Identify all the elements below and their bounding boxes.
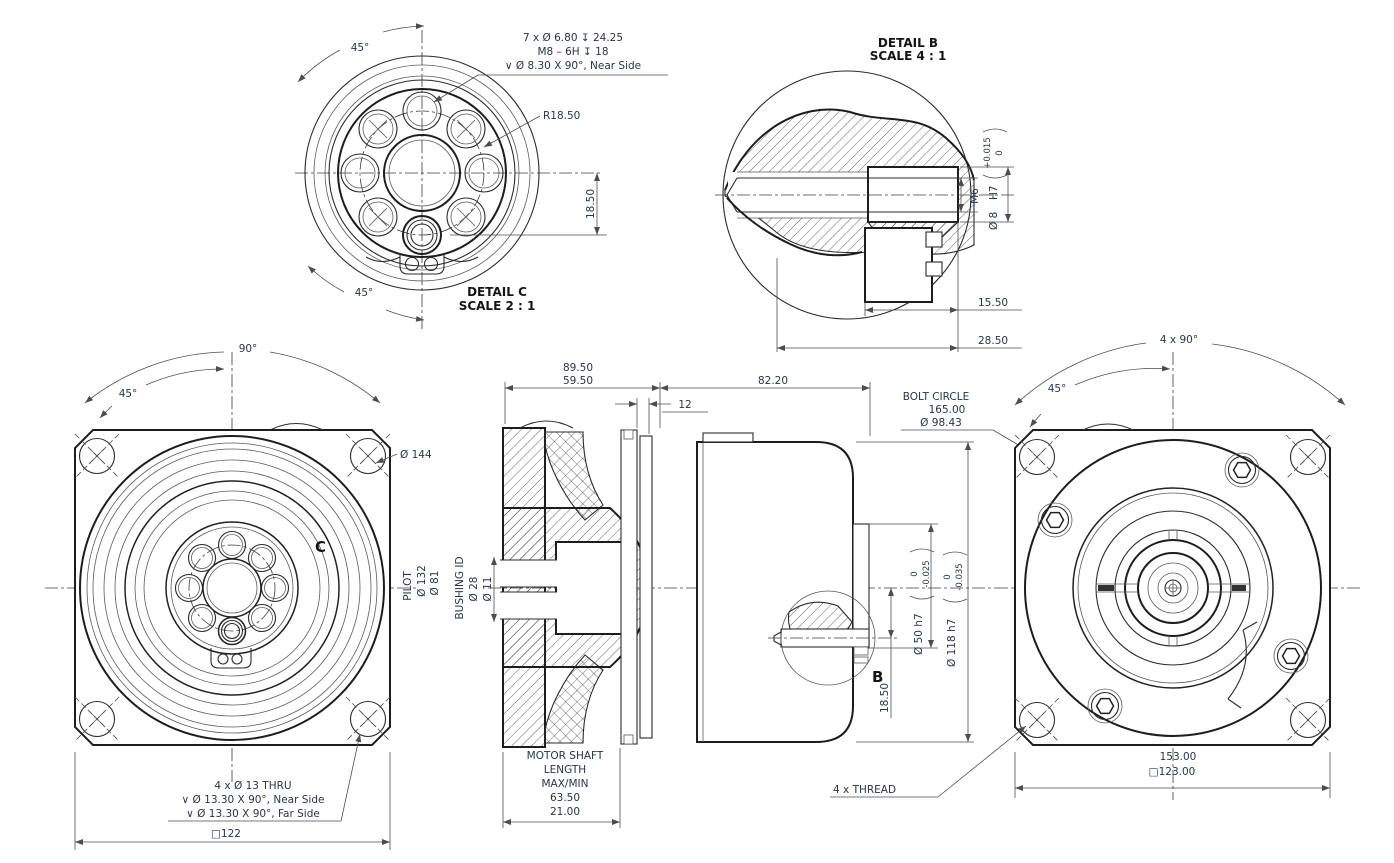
section-pilot-label: PILOT <box>402 571 414 601</box>
hole-callout-line-2: M8 – 6H ↧ 18 <box>537 46 608 58</box>
section-pilot-d2: Ø 81 <box>429 571 441 596</box>
rear-width-dim-inner: □123.00 <box>1149 766 1196 778</box>
detail-c-radius-label: R18.50 <box>543 110 580 122</box>
motor-shaft-line-4: 63.50 <box>550 792 580 804</box>
section-body-length: 82.20 <box>758 375 788 387</box>
front-width-dim: □122 <box>211 828 241 840</box>
section-pilot-dia: Ø 118 h7 <box>946 619 958 667</box>
rear-angle-half: 45° <box>1048 383 1067 395</box>
section-pilot-dim: Ø 118 h7 0 -0.035 <box>942 551 968 667</box>
detail-b-thread-label: M6 <box>969 188 981 204</box>
front-angle-half: 45° <box>119 388 138 400</box>
rear-thread-callout: 4 x THREAD <box>833 784 896 796</box>
front-view: C 90° 45° Ø 144 4 x Ø 13 THRU ∨ Ø 13.30 … <box>45 343 432 850</box>
detail-c-title: DETAIL C <box>467 285 527 299</box>
detail-b-bore-label: Ø 8 <box>988 212 1000 230</box>
section-offset-dim: 18.50 <box>879 683 891 713</box>
section-output-dim: Ø 50 h7 0 -0.025 <box>909 548 935 655</box>
front-callout-line-3: ∨ Ø 13.30 X 90°, Far Side <box>186 808 320 820</box>
detail-b-bore-fit: H7 <box>988 185 1000 200</box>
section-bushing-d2: Ø 11 <box>482 577 494 602</box>
detail-b-bore-tol-lower: 0 <box>995 150 1005 155</box>
detail-b-bore-dim: Ø 8 H7 +0.015 0 <box>982 128 1008 230</box>
motor-shaft-line-1: MOTOR SHAFT <box>527 750 604 762</box>
front-detail-ref: C <box>315 538 326 556</box>
detail-c-angle-top: 45° <box>351 42 370 54</box>
front-corner-holes <box>74 433 391 742</box>
detail-c-bolt-holes <box>340 91 504 255</box>
bolt-circle-line-2: 165.00 <box>929 404 966 416</box>
rear-view: 4 x 90° 45° 153.00 □123.00 4 x THREAD <box>830 334 1362 800</box>
section-length-min: 59.50 <box>563 375 593 387</box>
section-bushing-label: BUSHING ID <box>454 556 466 619</box>
detail-c-tab <box>365 253 479 275</box>
rear-socket-screws <box>1037 452 1309 724</box>
rear-angle-pattern: 4 x 90° <box>1160 334 1198 346</box>
section-output-dia: Ø 50 h7 <box>913 613 925 655</box>
detail-c-view: 45° 45° R18.50 18.50 7 x Ø 6.80 ↧ 24.25 … <box>295 23 668 330</box>
section-bushing-d1: Ø 28 <box>468 577 480 602</box>
bolt-circle-line-3: Ø 98.43 <box>920 417 962 429</box>
section-plate-dim: 12 <box>678 399 691 411</box>
section-pilot-tol-upper: 0 <box>943 574 953 579</box>
detail-c-angle-bottom: 45° <box>355 287 374 299</box>
detail-b-title: DETAIL B <box>878 36 938 50</box>
section-pilot-tol-lower: -0.035 <box>955 563 965 590</box>
motor-shaft-line-2: LENGTH <box>544 764 586 776</box>
section-output-tol-upper: 0 <box>910 571 920 576</box>
rear-width-dim-outer: 153.00 <box>1160 751 1197 763</box>
hole-callout-line-1: 7 x Ø 6.80 ↧ 24.25 <box>523 32 623 44</box>
section-pilot-d1: Ø 132 <box>416 565 428 597</box>
detail-b-bore-tol-upper: +0.015 <box>983 137 993 168</box>
hole-callout-line-3: ∨ Ø 8.30 X 90°, Near Side <box>505 60 641 72</box>
front-hub-holes <box>174 530 290 646</box>
motor-shaft-line-5: 21.00 <box>550 806 580 818</box>
motor-shaft-line-3: MAX/MIN <box>542 778 589 790</box>
rear-corner-holes <box>1014 434 1331 743</box>
section-view: B 18.50 89.50 59.50 82.20 12 BOLT CIRCLE… <box>402 362 1067 828</box>
front-callout-line-1: 4 x Ø 13 THRU <box>214 780 291 792</box>
front-tab <box>210 648 252 669</box>
front-outer-dia: Ø 144 <box>400 449 432 461</box>
bolt-circle-line-1: BOLT CIRCLE <box>903 391 969 403</box>
front-angle-full: 90° <box>239 343 258 355</box>
section-detail-ref: B <box>872 668 883 686</box>
detail-b-scale: SCALE 4 : 1 <box>870 49 947 63</box>
section-output-tol-lower: -0.025 <box>922 560 932 587</box>
detail-b-dim-overall: 28.50 <box>978 335 1008 347</box>
detail-c-vertical-dim: 18.50 <box>585 189 597 219</box>
section-length-max: 89.50 <box>563 362 593 374</box>
detail-b-view: M6 Ø 8 H7 +0.015 0 15.50 28.50 DETAIL B … <box>715 36 1022 352</box>
detail-b-dim-inner: 15.50 <box>978 297 1008 309</box>
detail-c-scale: SCALE 2 : 1 <box>459 299 536 313</box>
front-callout-line-2: ∨ Ø 13.30 X 90°, Near Side <box>182 794 325 806</box>
